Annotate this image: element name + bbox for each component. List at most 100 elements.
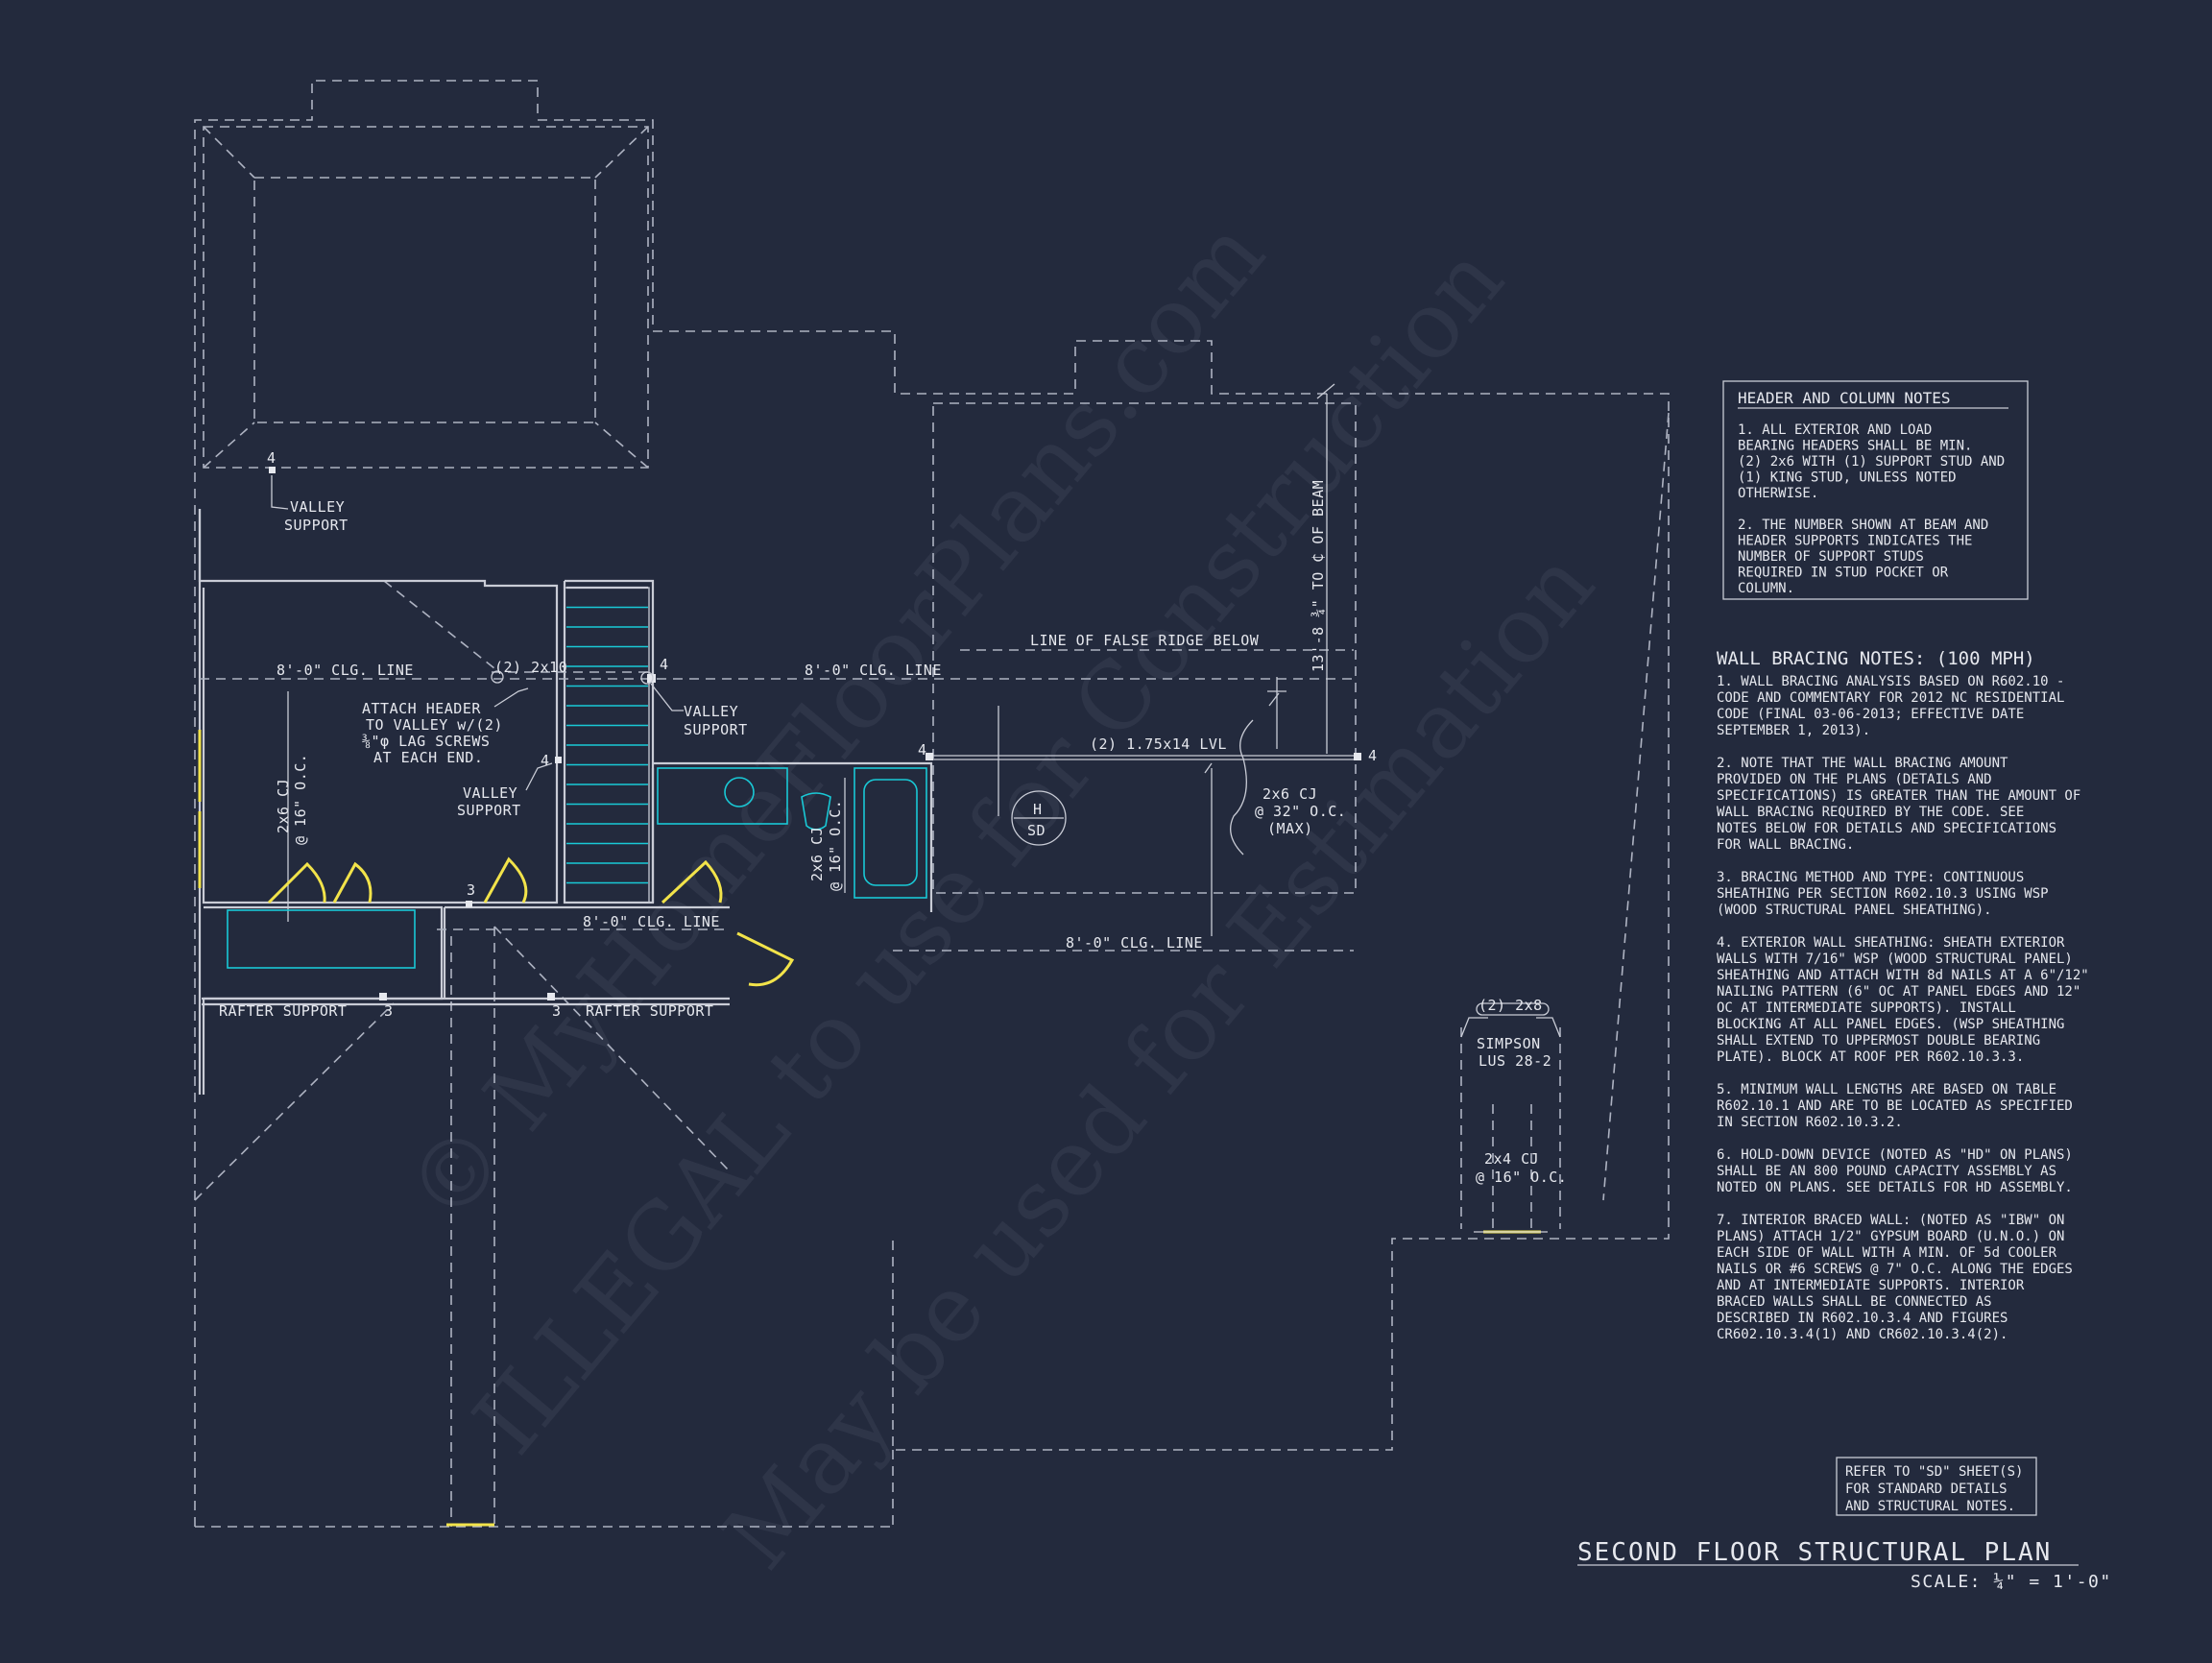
note-line: FOR WALL BRACING. [1717,837,1854,853]
cj-16-mid-2: @ 16" O.C. [827,800,844,891]
note-line: BLOCKING AT ALL PANEL EDGES. (WSP SHEATH… [1717,1017,2064,1032]
attach-header-4: AT EACH END. [373,749,483,766]
note-line: NOTES BELOW FOR DETAILS AND SPECIFICATIO… [1717,821,2056,836]
note-line: 1. WALL BRACING ANALYSIS BASED ON R602.1… [1717,674,2064,689]
header-column-notes: HEADER AND COLUMN NOTES 1. ALL EXTERIOR … [1722,380,2029,600]
note-line: R602.10.1 AND ARE TO BE LOCATED AS SPECI… [1717,1098,2073,1114]
sd-bottom: SD [1027,822,1046,839]
note-line: (2) 2x6 WITH (1) SUPPORT STUD AND [1738,454,2005,470]
note-line: SEPTEMBER 1, 2013). [1717,723,1870,738]
cj-32-3: (MAX) [1267,820,1313,837]
smoke-detector: H SD [1011,790,1067,846]
note-line: WALLS WITH 7/16" WSP (WOOD STRUCTURAL PA… [1717,952,2073,967]
note-line: CODE AND COMMENTARY FOR 2012 NC RESIDENT… [1717,690,2064,706]
stud-count: 4 [541,752,550,769]
valley-support-a-1: VALLEY [290,498,345,516]
note-line: OTHERWISE. [1738,486,1818,501]
stud-count: 3 [384,1002,394,1020]
note-line: 2. NOTE THAT THE WALL BRACING AMOUNT [1717,756,2008,771]
note-line: SHEATHING AND ATTACH WITH 8d NAILS AT A … [1717,968,2089,983]
refer-box: REFER TO "SD" SHEET(S) FOR STANDARD DETA… [1836,1457,2037,1516]
note-line: 1. ALL EXTERIOR AND LOAD [1738,422,1932,438]
detail-2x8: (2) 2x8 [1479,997,1543,1014]
watermark: © MyHomeFloorPlans.com ILLEGAL to use fo… [386,201,1615,1589]
note-line: SHEATHING PER SECTION R602.10.3 USING WS… [1717,886,2049,902]
simpson-1: SIMPSON [1477,1035,1541,1052]
note-line: SHALL BE AN 800 POUND CAPACITY ASSEMBLY … [1717,1164,2056,1179]
note-line: PLANS) ATTACH 1/2" GYPSUM BOARD (U.N.O.)… [1717,1229,2064,1244]
simpson-detail: (2) 2x8 SIMPSON LUS 28-2 2x4 CJ @ 16" O.… [1460,997,1567,1233]
leaders [271,383,1335,856]
note-line: 7. INTERIOR BRACED WALL: (NOTED AS "IBW"… [1717,1213,2064,1228]
note-line: BRACED WALLS SHALL BE CONNECTED AS [1717,1294,1992,1310]
note-line: CODE (FINAL 03-06-2013; EFFECTIVE DATE [1717,707,2024,722]
false-ridge: LINE OF FALSE RIDGE BELOW [1030,632,1260,649]
refer-line: AND STRUCTURAL NOTES. [1845,1499,2015,1514]
note-line: OC AT INTERMEDIATE SUPPORTS). INSTALL [1717,1000,2016,1016]
clg-line-4: 8'-0" CLG. LINE [1066,934,1203,952]
valley-support-b-1: VALLEY [684,703,738,720]
note-line: IN SECTION R602.10.3.2. [1717,1115,1903,1130]
stud-count: 4 [1368,747,1378,764]
wall-notes-title: WALL BRACING NOTES: (100 MPH) [1717,648,2035,669]
note-line: PLATE). BLOCK AT ROOF PER R602.10.3.3. [1717,1049,2024,1065]
refer-line: REFER TO "SD" SHEET(S) [1845,1464,2023,1480]
note-line: 4. EXTERIOR WALL SHEATHING: SHEATH EXTER… [1717,935,2065,951]
note-line: (WOOD STRUCTURAL PANEL SHEATHING). [1717,903,1992,918]
detail-cj-1: 2x4 CJ [1484,1150,1539,1168]
stud-count: 3 [467,881,476,899]
clg-line-3: 8'-0" CLG. LINE [583,913,720,930]
detail-cj-2: @ 16" O.C. [1476,1169,1567,1186]
note-line: NOTED ON PLANS. SEE DETAILS FOR HD ASSEM… [1717,1180,2073,1195]
valley-support-a-2: SUPPORT [284,517,349,534]
stairs [564,587,650,904]
stud-count: 4 [267,449,276,467]
lvl-label: (2) 1.75x14 LVL [1090,735,1227,753]
drawing-title-block: SECOND FLOOR STRUCTURAL PLAN SCALE: ¼" =… [1577,1538,2112,1592]
note-line: DESCRIBED IN R602.10.3.4 AND FIGURES [1717,1311,2008,1326]
attach-header-1: ATTACH HEADER [362,700,481,717]
plan-labels: 4 VALLEY SUPPORT 8'-0" CLG. LINE (2) 2x1… [219,449,1378,1020]
note-line: NAILS OR #6 SCREWS @ 7" O.C. ALONG THE E… [1717,1262,2073,1277]
roof-outline [194,80,1670,1528]
rafter-support-1: RAFTER SUPPORT [219,1002,347,1020]
valley-support-c-2: SUPPORT [457,802,521,819]
rafter-support-2: RAFTER SUPPORT [586,1002,713,1020]
note-line: BEARING HEADERS SHALL BE MIN. [1738,439,1972,454]
support-posts [269,467,1361,1000]
note-line: 2. THE NUMBER SHOWN AT BEAM AND [1738,518,1988,533]
attach-header-3: ⅜"φ LAG SCREWS [362,733,490,750]
header-2x10: (2) 2x10 [494,659,567,676]
drawing-title: SECOND FLOOR STRUCTURAL PLAN [1577,1538,2052,1567]
simpson-2: LUS 28-2 [1479,1052,1551,1070]
stud-count: 4 [660,656,669,673]
note-line: SHALL EXTEND TO UPPERMOST DOUBLE BEARING [1717,1033,2040,1048]
note-line: EACH SIDE OF WALL WITH A MIN. OF 5d COOL… [1717,1245,2057,1261]
sd-top: H [1033,801,1043,818]
note-line: 3. BRACING METHOD AND TYPE: CONTINUOUS [1717,870,2024,885]
note-line: NUMBER OF SUPPORT STUDS [1738,549,1924,565]
bath-fixtures [227,767,927,969]
note-line: (1) KING STUD, UNLESS NOTED [1738,470,1957,486]
note-line: NAILING PATTERN (6" OC AT PANEL EDGES AN… [1717,984,2080,1000]
clg-line-2: 8'-0" CLG. LINE [805,662,942,679]
note-line: HEADER SUPPORTS INDICATES THE [1738,534,1972,549]
stud-count: 3 [552,1002,562,1020]
cj-32-2: @ 32" O.C. [1255,803,1346,820]
note-line: PROVIDED ON THE PLANS (DETAILS AND [1717,772,1992,787]
beam-height: 13'-8 ¾" TO ₵ OF BEAM [1310,480,1327,672]
note-line: CR602.10.3.4(1) AND CR602.10.3.4(2). [1717,1327,2008,1342]
note-line: AND AT INTERMEDIATE SUPPORTS. INTERIOR [1717,1278,2025,1293]
cj-32-1: 2x6 CJ [1262,785,1317,803]
cj-16-left-1: 2x6 CJ [275,779,292,833]
drawing-scale: SCALE: ¼" = 1'-0" [1911,1572,2112,1592]
clg-line-1: 8'-0" CLG. LINE [276,662,414,679]
cj-16-left-2: @ 16" O.C. [292,754,309,845]
wall-bracing-notes: WALL BRACING NOTES: (100 MPH) 1. WALL BR… [1717,648,2089,1342]
stud-count: 4 [918,741,927,759]
valley-support-c-1: VALLEY [463,784,517,802]
note-line: SPECIFICATIONS) IS GREATER THAN THE AMOU… [1717,788,2080,804]
